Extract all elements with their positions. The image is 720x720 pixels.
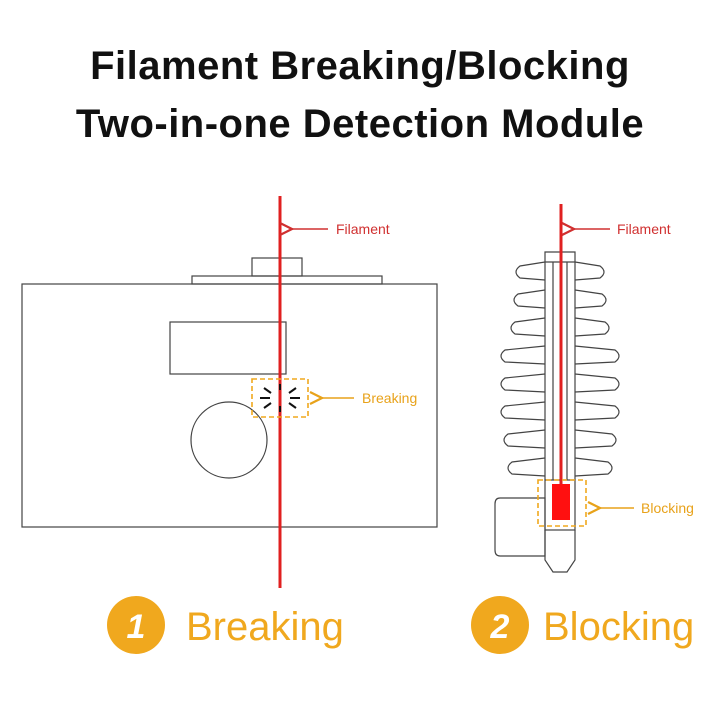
badge-1-number: 1 [127, 608, 146, 646]
detection-module-body [21, 257, 438, 528]
badge-2-circle-icon [471, 596, 529, 654]
blocking-zone-box [537, 479, 587, 527]
module-gear-circle [190, 401, 268, 479]
breaking-zone-box [251, 378, 309, 418]
heater-block [494, 497, 546, 557]
hotend-assembly [494, 251, 620, 573]
module-sensor-window [169, 321, 287, 375]
module-top-connector [251, 257, 303, 277]
badge-2-label: Blocking [543, 605, 694, 649]
left-filament-label: Filament [336, 221, 390, 237]
badge-2-number: 2 [490, 608, 510, 646]
module-top-plate [191, 275, 383, 285]
title-line-1: Filament Breaking/Blocking [90, 44, 630, 88]
right-filament-label: Filament [617, 221, 671, 237]
heatsink-fins-right [574, 261, 620, 480]
breaking-label: Breaking [362, 390, 417, 406]
badge-breaking: 1 Breaking [107, 596, 344, 654]
badge-blocking: 2 Blocking [471, 596, 694, 654]
badge-1-label: Breaking [186, 605, 344, 649]
title-line-2: Two-in-one Detection Module [75, 102, 645, 146]
badge-1-circle-icon [107, 596, 165, 654]
blocking-label: Blocking [641, 500, 694, 516]
clog-block [552, 484, 570, 520]
heatsink-fins-left [500, 261, 546, 480]
nozzle [544, 530, 576, 573]
break-burst-icon [260, 384, 300, 412]
